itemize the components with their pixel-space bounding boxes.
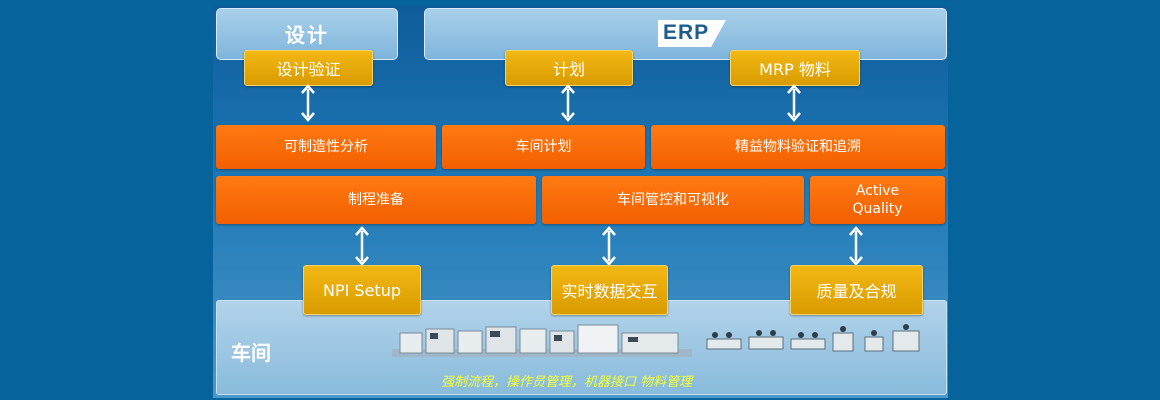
double-arrow-icon [787, 84, 801, 122]
active-quality-box: Active Quality [810, 176, 945, 224]
manufacturability-analysis-box: 可制造性分析 [216, 125, 436, 169]
shop-floor-title: 车间 [231, 341, 271, 365]
erp-logo: ERP [658, 20, 726, 47]
workstation-icon [706, 324, 920, 352]
design-title: 设计 [285, 23, 329, 47]
design-verify-box: 设计验证 [244, 50, 373, 86]
plan-box: 计划 [505, 50, 633, 86]
shop-floor-caption: 强制流程，操作员管理，机器接口 物料管理 [441, 375, 693, 390]
mrp-box: MRP 物料 [730, 50, 860, 86]
lean-material-verification-box: 精益物料验证和追溯 [651, 125, 945, 169]
double-arrow-icon [602, 226, 616, 266]
double-arrow-icon [301, 84, 315, 122]
npi-setup-box: NPI Setup [303, 265, 421, 315]
shop-floor-planning-box: 车间计划 [442, 125, 645, 169]
process-preparation-box: 制程准备 [216, 176, 536, 224]
smt-line-machines-icon [392, 324, 692, 357]
double-arrow-icon [355, 226, 369, 266]
erp-box: ERP [424, 8, 947, 60]
double-arrow-icon [561, 84, 575, 122]
shop-floor-control-box: 车间管控和可视化 [542, 176, 804, 224]
erp-logo-text: ERP [663, 21, 710, 44]
realtime-data-box: 实时数据交互 [551, 265, 668, 315]
double-arrow-icon [849, 226, 863, 266]
quality-compliance-box: 质量及合规 [790, 265, 923, 315]
shop-floor-area: 车间 强制流程，操作员管理，机器接口 物 [216, 300, 947, 395]
